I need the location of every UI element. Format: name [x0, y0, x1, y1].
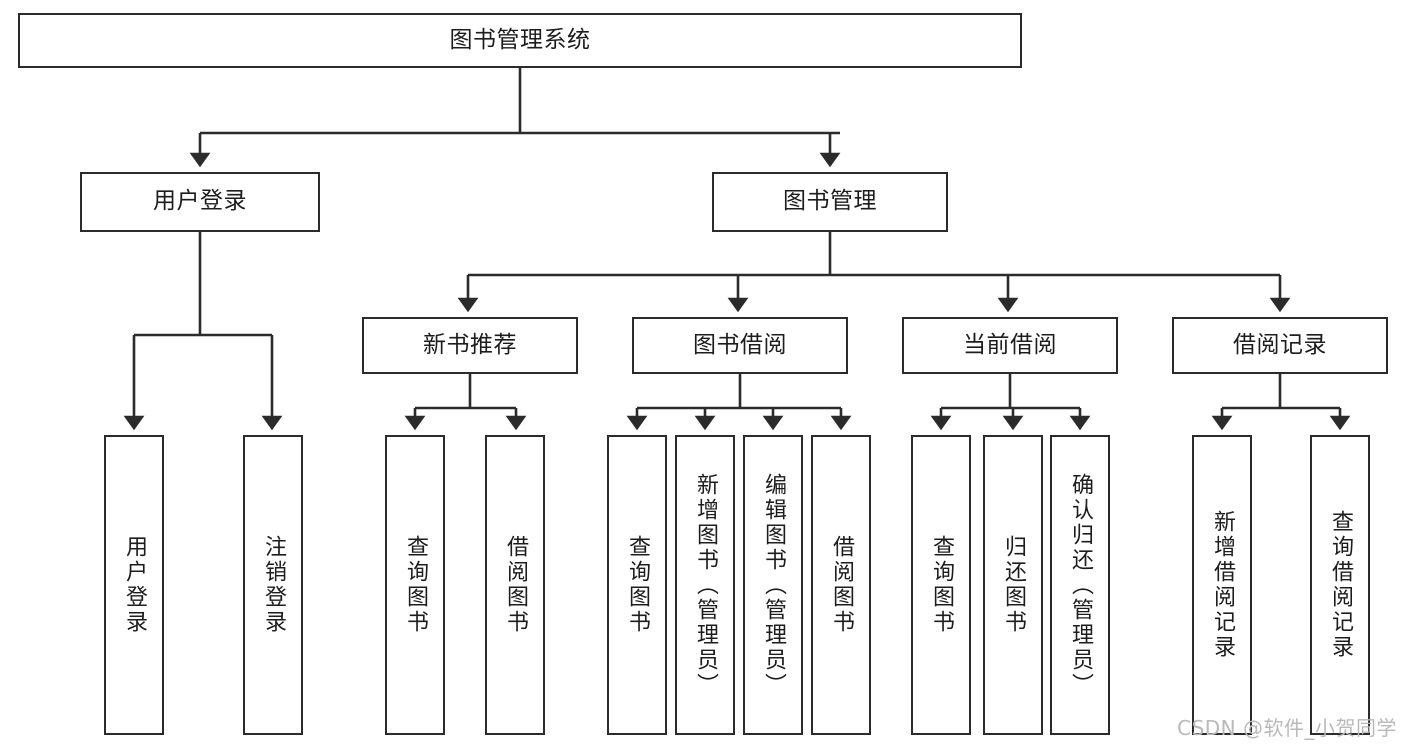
node-book-borrow-label: 图书借阅: [693, 331, 787, 358]
node-leaf-borrow-book-bor[interactable]: 借阅图书: [811, 435, 871, 735]
node-current-borrow-label: 当前借阅: [963, 331, 1057, 358]
node-leaf-add-book[interactable]: 新增图书（管理员）: [675, 435, 735, 735]
node-book-manage[interactable]: 图书管理: [712, 172, 948, 232]
node-new-book-recommend-label: 新书推荐: [423, 331, 517, 358]
watermark-text: CSDN @软件_小贺同学: [1177, 716, 1397, 740]
node-leaf-query-book-bor[interactable]: 查询图书: [607, 435, 667, 735]
node-leaf-return-book-label: 归还图书: [1000, 535, 1026, 635]
node-book-manage-label: 图书管理: [783, 188, 877, 215]
node-leaf-edit-book-label: 编辑图书（管理员）: [760, 472, 786, 698]
node-leaf-borrow-book-bor-label: 借阅图书: [828, 535, 854, 635]
node-leaf-confirm-return-label: 确认归还（管理员）: [1067, 472, 1093, 698]
node-leaf-user-login[interactable]: 用户登录: [104, 435, 164, 735]
node-leaf-query-record[interactable]: 查询借阅记录: [1310, 435, 1370, 735]
node-leaf-confirm-return[interactable]: 确认归还（管理员）: [1050, 435, 1110, 735]
node-leaf-borrow-book-rec[interactable]: 借阅图书: [485, 435, 545, 735]
node-leaf-query-book-cur[interactable]: 查询图书: [911, 435, 971, 735]
node-leaf-logout[interactable]: 注销登录: [243, 435, 303, 735]
node-book-borrow[interactable]: 图书借阅: [632, 317, 848, 374]
node-leaf-borrow-book-rec-label: 借阅图书: [502, 535, 528, 635]
node-user-login[interactable]: 用户登录: [80, 172, 320, 232]
node-leaf-query-book-bor-label: 查询图书: [624, 535, 650, 635]
node-leaf-user-login-label: 用户登录: [121, 535, 147, 635]
node-borrow-record-label: 借阅记录: [1233, 331, 1327, 358]
node-leaf-add-record[interactable]: 新增借阅记录: [1192, 435, 1252, 735]
node-leaf-edit-book[interactable]: 编辑图书（管理员）: [743, 435, 803, 735]
node-leaf-add-book-label: 新增图书（管理员）: [692, 472, 718, 698]
node-borrow-record[interactable]: 借阅记录: [1172, 317, 1388, 374]
node-leaf-query-book-rec-label: 查询图书: [402, 535, 428, 635]
node-root[interactable]: 图书管理系统: [18, 13, 1022, 68]
node-leaf-query-book-cur-label: 查询图书: [928, 535, 954, 635]
node-root-label: 图书管理系统: [449, 26, 591, 53]
node-leaf-logout-label: 注销登录: [260, 535, 286, 635]
node-leaf-query-book-rec[interactable]: 查询图书: [385, 435, 445, 735]
node-leaf-return-book[interactable]: 归还图书: [983, 435, 1043, 735]
node-new-book-recommend[interactable]: 新书推荐: [362, 317, 578, 374]
node-leaf-query-record-label: 查询借阅记录: [1327, 510, 1353, 660]
node-current-borrow[interactable]: 当前借阅: [902, 317, 1118, 374]
node-leaf-add-record-label: 新增借阅记录: [1209, 510, 1235, 660]
node-user-login-label: 用户登录: [153, 188, 247, 215]
